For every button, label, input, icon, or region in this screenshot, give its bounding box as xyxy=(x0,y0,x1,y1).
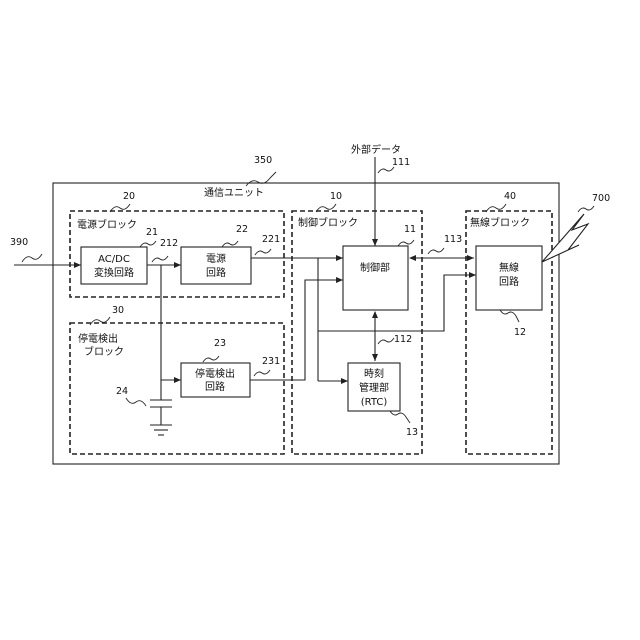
outage-block-ref: 30 xyxy=(112,305,124,316)
controller-label: 制御部 xyxy=(360,261,390,274)
control-block-ref: 10 xyxy=(330,191,342,202)
radio-ref: 12 xyxy=(514,327,526,338)
rtc-label-3: (RTC) xyxy=(361,397,388,408)
acdc-label-2: 変換回路 xyxy=(94,266,134,279)
power-block-title: 電源ブロック xyxy=(77,218,137,231)
lightning-icon xyxy=(542,214,588,262)
external-data-label: 外部データ xyxy=(351,143,401,156)
capacitor-ref: 24 xyxy=(116,386,128,397)
outage-out-ref: 231 xyxy=(262,356,280,367)
outage-block-title-1: 停電検出 xyxy=(78,332,118,345)
antenna-ref: 700 xyxy=(592,193,610,204)
radio-bus-ref: 113 xyxy=(444,234,462,245)
radio-label-2: 回路 xyxy=(499,275,519,288)
acdc-out-ref: 212 xyxy=(160,238,178,249)
outage-block-title-2: ブロック xyxy=(84,345,124,358)
acdc-ref: 21 xyxy=(146,227,158,238)
control-block-title: 制御ブロック xyxy=(298,216,358,229)
radio-label-1: 無線 xyxy=(499,261,519,274)
controller-ref: 11 xyxy=(404,224,416,235)
rtc-bus-ref: 112 xyxy=(394,334,412,345)
power-block-ref: 20 xyxy=(123,191,135,202)
rtc-label-2: 管理部 xyxy=(359,381,389,394)
external-ref: 111 xyxy=(392,157,410,168)
wireless-block-ref: 40 xyxy=(504,191,516,202)
acdc-label-1: AC/DC xyxy=(98,254,130,265)
outage-circuit-label-1: 停電検出 xyxy=(195,367,235,380)
outage-circuit-ref: 23 xyxy=(214,338,226,349)
outage-circuit-label-2: 回路 xyxy=(205,380,225,393)
rtc-label-1: 時刻 xyxy=(364,367,384,380)
power-circuit-label-2: 回路 xyxy=(206,266,226,279)
power-circuit-label-1: 電源 xyxy=(206,252,226,265)
unit-ref: 350 xyxy=(254,155,272,166)
communication-unit-title: 通信ユニット xyxy=(204,187,264,199)
input-ref: 390 xyxy=(10,237,28,248)
wireless-block-title: 無線ブロック xyxy=(470,216,530,229)
power-out-ref: 221 xyxy=(262,234,280,245)
rtc-ref: 13 xyxy=(406,427,418,438)
power-circuit-ref: 22 xyxy=(236,224,248,235)
controller-box xyxy=(343,246,408,310)
